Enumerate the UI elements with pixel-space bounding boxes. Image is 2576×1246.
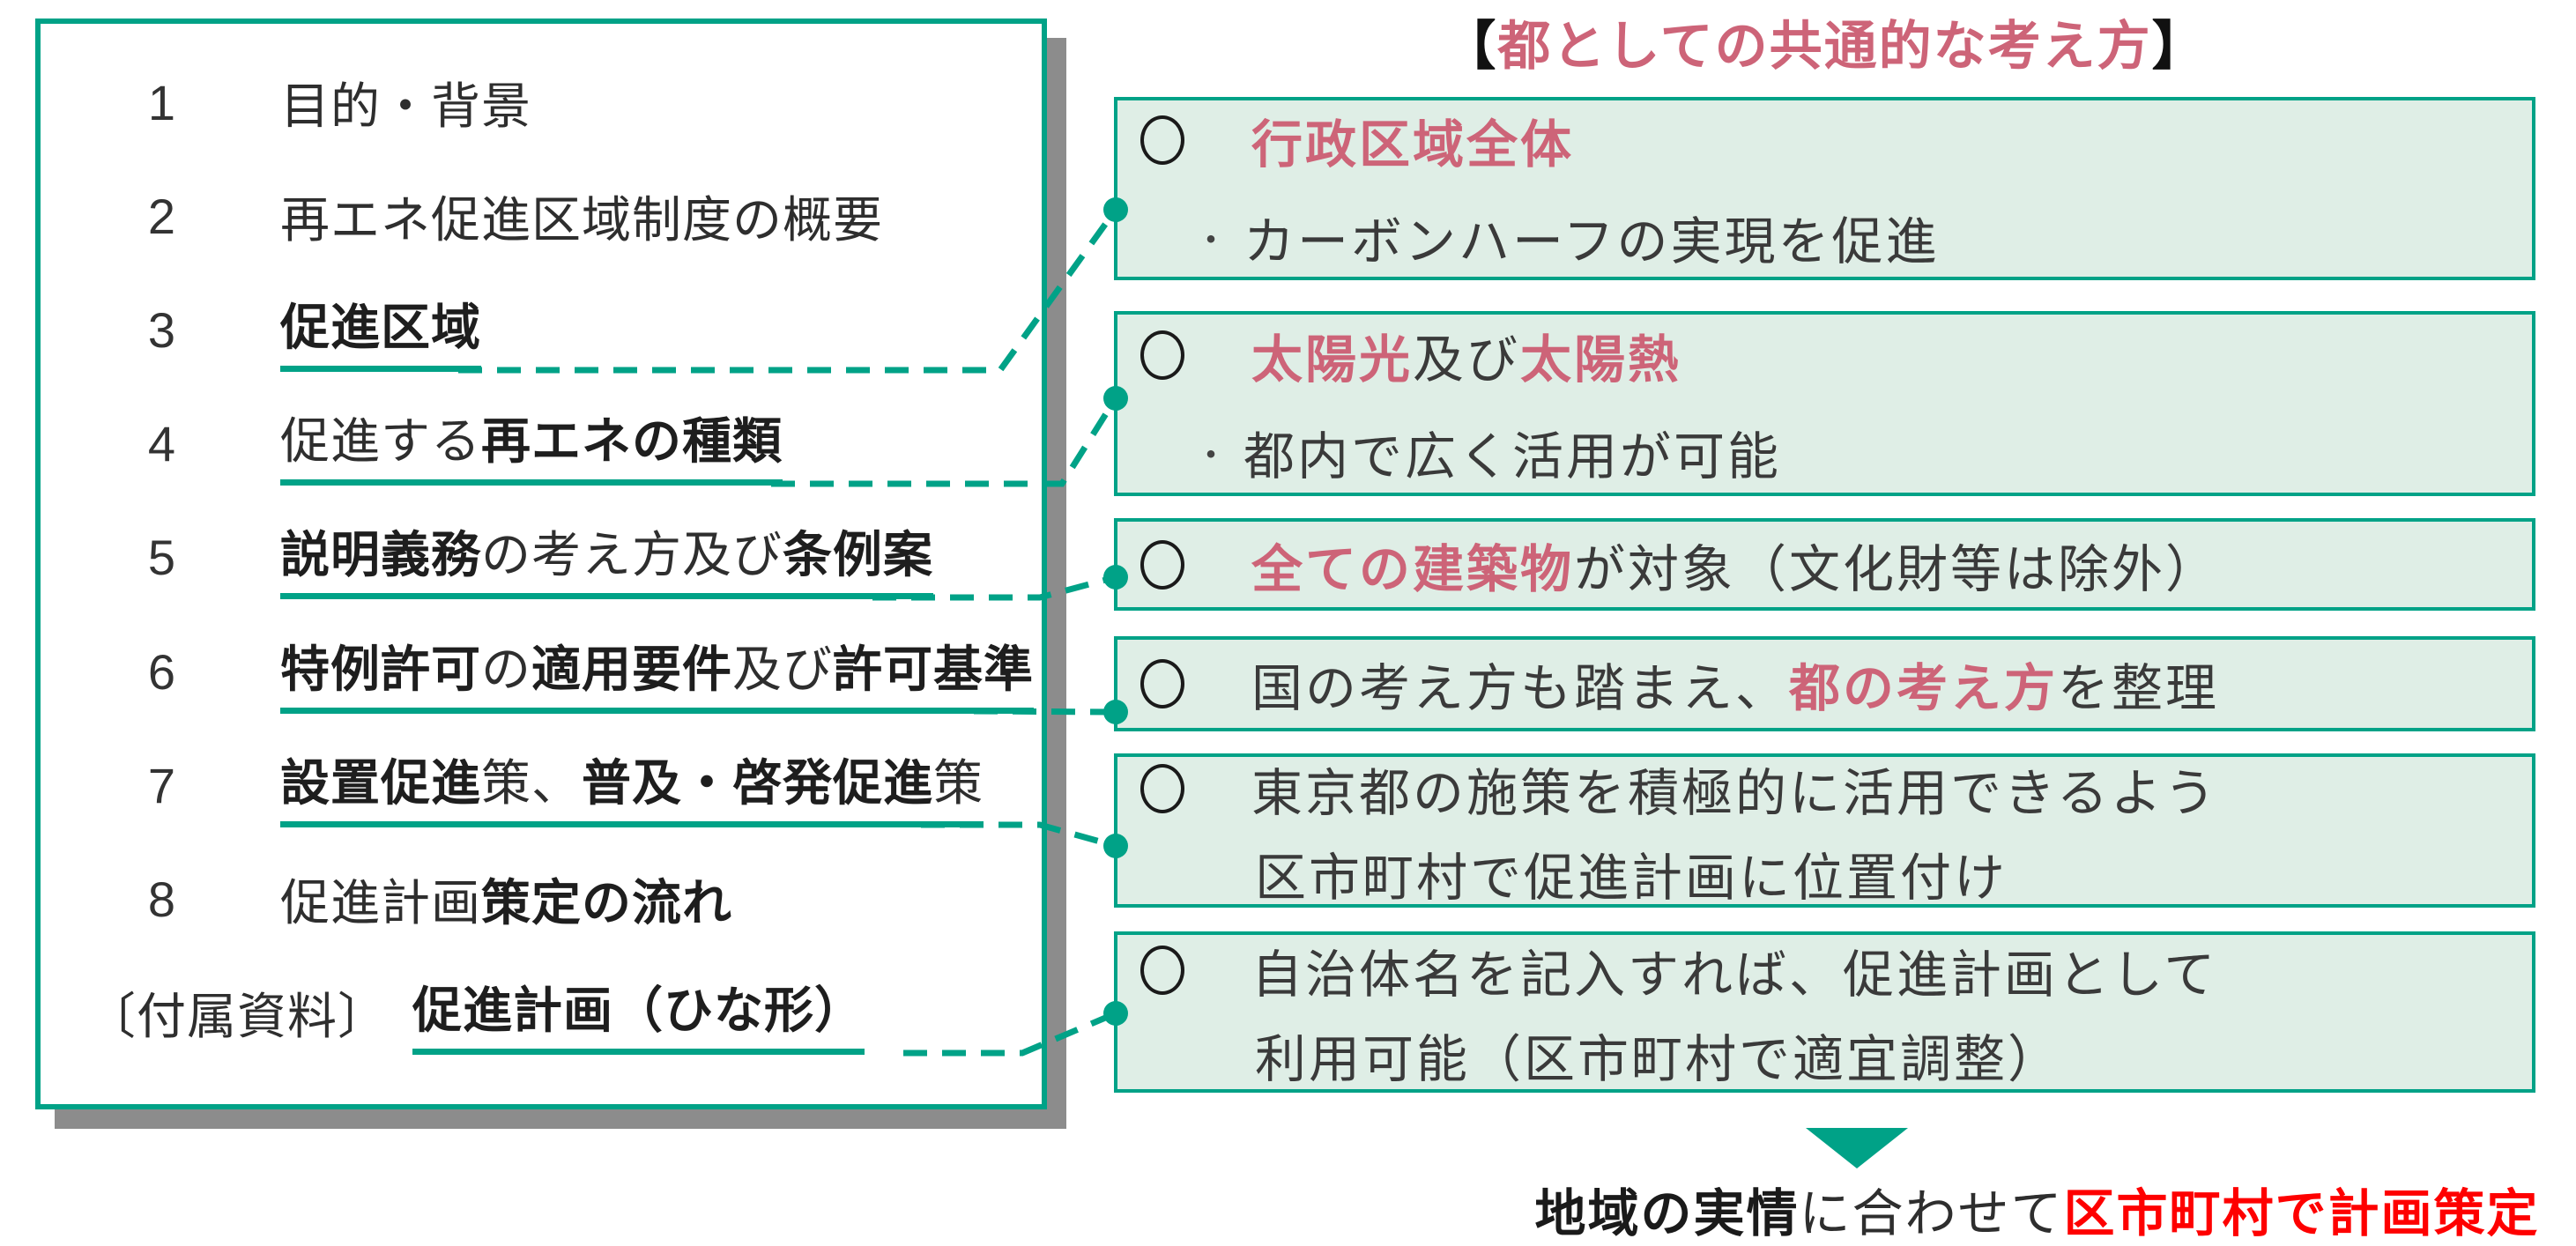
bullet-marker-icon: ・ [1193, 221, 1231, 260]
point-box-line: ・カーボンハーフの実現を促進 [1117, 200, 2532, 274]
point-box-tokyo-measures: 東京都の施策を積極的に活用できるよう区市町村で促進計画に位置付け [1114, 753, 2535, 908]
point-text-segment: 太陽光 [1251, 331, 1414, 389]
toc-item-number: 1 [147, 74, 177, 130]
arrow-down-icon [1806, 1128, 1908, 1168]
toc-item-label: 再エネ促進区域制度の概要 [280, 181, 883, 252]
point-text-segment: 都内で広く活用が可能 [1243, 428, 1782, 486]
circle-marker-icon [1140, 763, 1184, 813]
point-text-segment: カーボンハーフの実現を促進 [1243, 213, 1940, 271]
toc-item-7: 7 設置促進策、普及・啓発促進策 [41, 732, 1042, 838]
toc-label-segment: 設置促進 [280, 754, 481, 811]
circle-marker-icon [1140, 659, 1184, 708]
toc-label-segment: 促進計画（ひな形） [412, 982, 865, 1038]
conclusion-red-bold: 区市町村で計画策定 [2063, 1185, 2540, 1242]
toc-label-segment: 普及・啓発促進 [582, 754, 933, 811]
toc-item-number: 8 [147, 871, 177, 927]
toc-item-1: 1 目的・背景 [41, 49, 1042, 155]
toc-label-segment: の考え方及び [481, 526, 783, 582]
toc-item-label: 設置促進策、普及・啓発促進策 [280, 744, 984, 827]
title-bracket-left: 【 [1443, 17, 1498, 76]
toc-item-number: 5 [147, 529, 177, 585]
point-box-administrative-area: 行政区域全体・カーボンハーフの実現を促進 [1114, 97, 2535, 280]
conclusion-text: 地域の実情に合わせて区市町村で計画策定 [1498, 1172, 2576, 1246]
title-bracket-right: 】 [2151, 17, 2207, 76]
point-text-segment: 太陽熱 [1520, 331, 1682, 389]
toc-label-segment: 策、 [481, 754, 582, 811]
point-box-all-buildings: 全ての建築物が対象（文化財等は除外） [1114, 518, 2535, 611]
circle-marker-icon [1140, 945, 1184, 995]
toc-item-label: 促進計画（ひな形） [412, 971, 865, 1055]
toc-label-segment: 策定の流れ [481, 874, 732, 931]
toc-appendix-prefix: 〔付属資料〕 [86, 988, 388, 1044]
toc-label-segment: 促進する [280, 412, 481, 469]
toc-item-label: 目的・背景 [280, 67, 531, 138]
point-text-segment: 都の考え方 [1789, 660, 2059, 717]
conclusion-bold-black: 地域の実情 [1534, 1185, 1800, 1242]
toc-label-segment: 適用要件 [531, 641, 732, 697]
toc-item-appendix: 〔付属資料〕促進計画（ひな形） [41, 960, 1088, 1065]
toc-item-5: 5 説明義務の考え方及び条例案 [41, 504, 1042, 610]
point-text-segment: 全ての建築物 [1251, 540, 1575, 598]
right-column-title: 【都としての共通的な考え方】 [1114, 4, 2535, 80]
toc-item-number: 6 [147, 643, 177, 700]
toc-item-3: 3 促進区域 [41, 277, 1042, 382]
point-text-segment: 行政区域全体 [1251, 116, 1575, 174]
point-text-segment: 及び [1413, 331, 1521, 389]
toc-item-label: 特例許可の適用要件及び許可基準 [280, 630, 1034, 714]
toc-label-segment: の [481, 641, 531, 697]
point-box-line: 太陽光及び太陽熱 [1117, 318, 2532, 392]
point-box-line: 行政区域全体 [1117, 103, 2532, 177]
point-box-line: 利用可能（区市町村で適宜調整） [1117, 1018, 2532, 1092]
toc-label-segment: 再エネ促進区域制度の概要 [280, 191, 883, 248]
toc-label-segment: 説明義務 [280, 526, 481, 582]
toc-label-segment: 条例案 [783, 526, 933, 582]
conclusion-plain: に合わせて [1799, 1185, 2064, 1242]
toc-item-number: 7 [147, 757, 177, 813]
point-text-segment: を整理 [2058, 660, 2220, 717]
toc-item-label: 促進する再エネの種類 [280, 402, 783, 486]
point-text-segment: 国の考え方も踏まえ、 [1251, 660, 1790, 717]
point-box-line: 国の考え方も踏まえ、都の考え方を整理 [1117, 647, 2532, 721]
toc-panel: 1 目的・背景 2 再エネ促進区域制度の概要 3 促進区域 4 促進する再エネの種類 5 説明義務… [35, 19, 1047, 1109]
toc-item-label: 促進計画策定の流れ [280, 864, 732, 935]
point-text-segment: 区市町村で促進計画に位置付け [1255, 849, 2008, 907]
toc-item-6: 6 特例許可の適用要件及び許可基準 [41, 619, 1042, 724]
toc-item-number: 3 [147, 301, 177, 358]
toc-item-8: 8 促進計画策定の流れ [41, 846, 1042, 952]
point-box-line: 区市町村で促進計画に位置付け [1117, 836, 2532, 910]
toc-item-4: 4 促進する再エネの種類 [41, 390, 1042, 496]
point-box-line: ・都内で広く活用が可能 [1117, 415, 2532, 489]
toc-label-segment: 促進区域 [280, 299, 481, 355]
bullet-marker-icon: ・ [1193, 436, 1231, 475]
point-text-segment: が対象（文化財等は除外） [1574, 540, 2220, 598]
toc-label-segment: 特例許可 [280, 641, 481, 697]
point-box-template-use: 自治体名を記入すれば、促進計画として利用可能（区市町村で適宜調整） [1114, 931, 2535, 1093]
circle-marker-icon [1140, 330, 1184, 380]
point-box-solar: 太陽光及び太陽熱・都内で広く活用が可能 [1114, 311, 2535, 496]
toc-label-segment: 目的・背景 [280, 78, 531, 134]
circle-marker-icon [1140, 539, 1184, 590]
point-text-segment: 利用可能（区市町村で適宜調整） [1255, 1030, 2062, 1088]
toc-label-segment: 促進計画 [280, 874, 481, 931]
toc-item-number: 2 [147, 188, 177, 244]
toc-item-label: 促進区域 [280, 288, 481, 372]
toc-label-segment: 許可基準 [833, 641, 1034, 697]
toc-label-segment: 及び [732, 641, 833, 697]
point-box-metro-policy: 国の考え方も踏まえ、都の考え方を整理 [1114, 636, 2535, 731]
point-text-segment: 東京都の施策を積極的に活用できるよう [1251, 764, 2218, 822]
toc-item-2: 2 再エネ促進区域制度の概要 [41, 163, 1042, 269]
circle-marker-icon [1140, 115, 1184, 165]
title-text: 都としての共通的な考え方 [1497, 17, 2152, 76]
point-box-line: 東京都の施策を積極的に活用できるよう [1117, 752, 2532, 826]
point-box-line: 自治体名を記入すれば、促進計画として [1117, 933, 2532, 1007]
toc-item-label: 説明義務の考え方及び条例案 [280, 515, 933, 599]
point-text-segment: 自治体名を記入すれば、促進計画として [1251, 946, 2218, 1004]
toc-item-number: 4 [147, 415, 177, 471]
point-box-line: 全ての建築物が対象（文化財等は除外） [1117, 528, 2532, 602]
toc-label-segment: 再エネの種類 [481, 412, 783, 469]
toc-label-segment: 策 [933, 754, 984, 811]
